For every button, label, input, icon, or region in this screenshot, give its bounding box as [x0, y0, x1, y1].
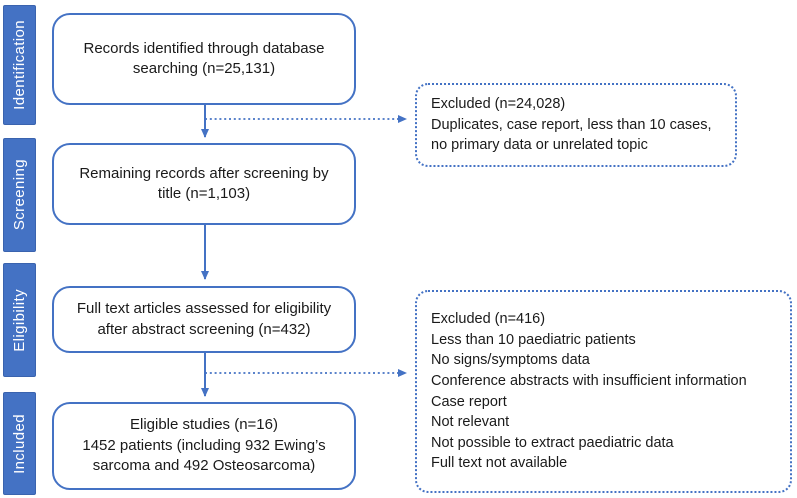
exclusion-reason: Duplicates, case report, less than 10 ca…: [431, 116, 712, 154]
exclusion-reason: Case report: [431, 393, 507, 410]
box-excluded-screening: Excluded (n=24,028) Duplicates, case rep…: [415, 83, 737, 167]
exclusion-reason: Less than 10 paediatric patients: [431, 331, 636, 348]
box-eligible-studies: Eligible studies (n=16) 1452 patients (i…: [52, 402, 356, 490]
stage-label: Screening: [11, 159, 28, 231]
exclusion-title: Excluded (n=416): [431, 311, 546, 328]
stage-included: Included: [3, 392, 36, 495]
stage-identification: Identification: [3, 5, 36, 125]
stage-label: Included: [11, 413, 28, 474]
stage-screening: Screening: [3, 138, 36, 252]
exclusion-reason: No signs/symptoms data: [431, 352, 590, 369]
box-text-line: Eligible studies (n=16): [129, 416, 278, 434]
box-text: Remaining records after screening by tit…: [79, 164, 329, 202]
box-text: Records identified through database sear…: [83, 39, 325, 77]
box-remaining-records: Remaining records after screening by tit…: [52, 143, 356, 225]
exclusion-reason: Full text not available: [431, 455, 568, 472]
box-excluded-eligibility: Excluded (n=416) Less than 10 paediatric…: [415, 290, 792, 493]
box-fulltext-assessed: Full text articles assessed for eligibil…: [52, 286, 356, 353]
exclusion-reason: Conference abstracts with insufficient i…: [431, 372, 747, 389]
stage-label: Eligibility: [11, 288, 28, 352]
stage-eligibility: Eligibility: [3, 263, 36, 377]
exclusion-title: Excluded (n=24,028): [431, 96, 566, 113]
box-records-identified: Records identified through database sear…: [52, 13, 356, 105]
box-text-line: 1452 patients (including 932 Ewing’s sar…: [82, 436, 326, 475]
box-text: Full text articles assessed for eligibil…: [76, 300, 332, 338]
exclusion-reason: Not relevant: [431, 414, 510, 431]
stage-label: Identification: [11, 20, 28, 110]
exclusion-reason: Not possible to extract paediatric data: [431, 434, 674, 451]
